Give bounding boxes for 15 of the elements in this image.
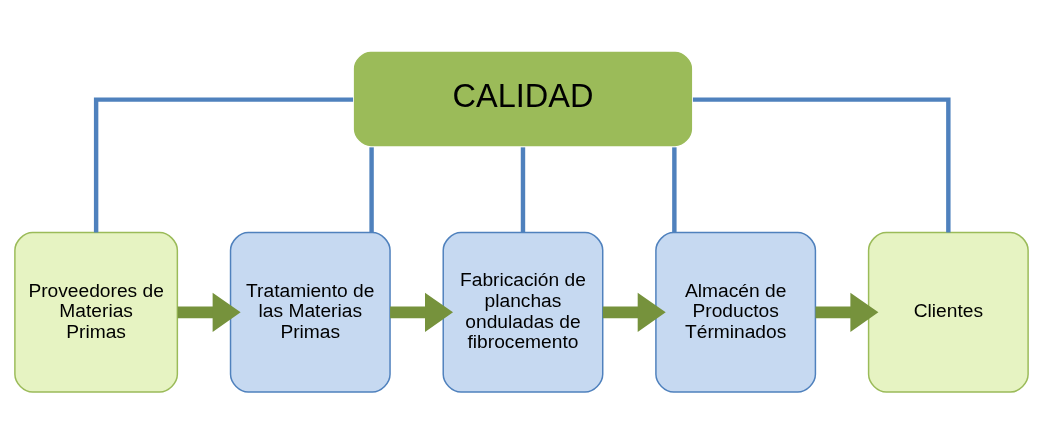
connector [93, 96, 354, 233]
connector [692, 96, 951, 233]
node-box: Tratamiento de las Materias Primas [229, 231, 391, 393]
connector [520, 146, 526, 232]
arrow [815, 292, 879, 332]
arrow [390, 292, 454, 332]
connector [672, 146, 677, 232]
arrow [602, 292, 666, 332]
connector [369, 146, 374, 232]
arrow [177, 292, 241, 332]
node-box: Clientes [867, 231, 1029, 393]
node-box: Proveedores de Materias Primas [14, 231, 179, 393]
node-box: Almacén de Productos Términados [655, 231, 817, 393]
node-box: Fabricación de planchas onduladas de fibrocemento [442, 231, 604, 393]
node-box: CALIDAD [352, 49, 694, 148]
